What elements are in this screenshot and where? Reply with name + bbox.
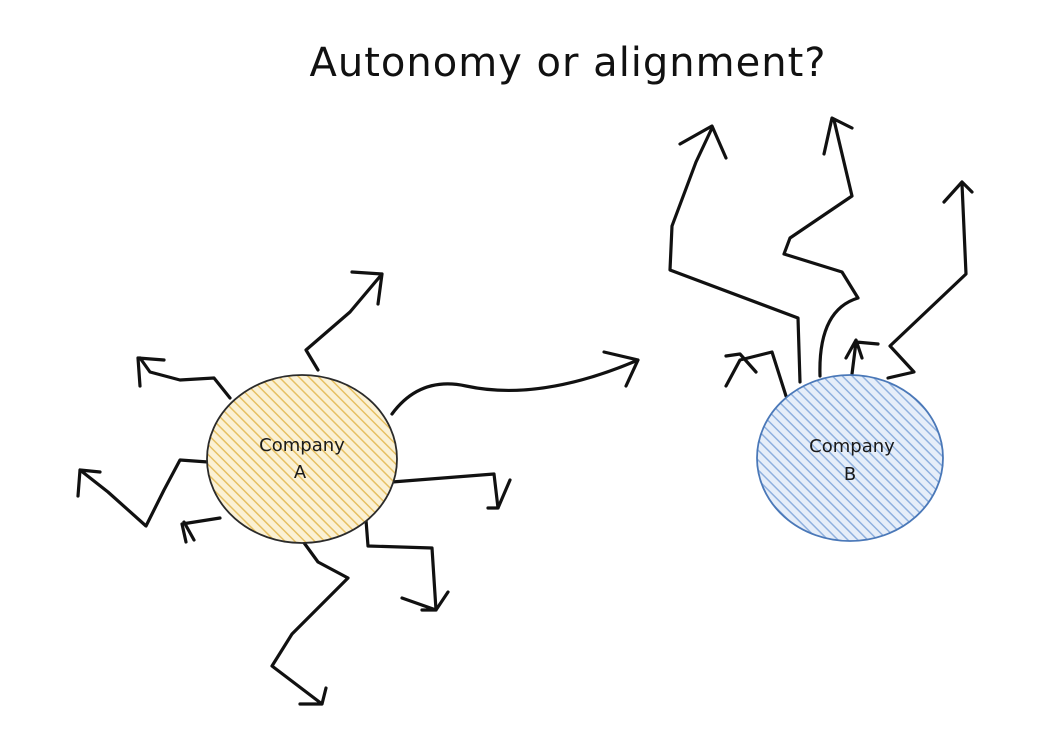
arrow-b-far-left: [724, 350, 788, 398]
arrow-a-left: [76, 458, 210, 528]
arrow-b-center: [844, 338, 880, 376]
company-a-label-line1: Company: [259, 435, 345, 456]
company-a-label-line2: A: [294, 462, 307, 483]
arrow-a-long-right: [390, 350, 640, 416]
diagram-title: Autonomy or alignment?: [310, 40, 827, 86]
arrow-b-middle: [782, 116, 860, 378]
arrow-a-lower-left: [180, 516, 222, 544]
company-a-arrows: [76, 270, 640, 706]
company-a-node: Company A: [206, 374, 398, 544]
arrow-b-left: [668, 124, 802, 384]
arrow-a-upper-left: [136, 356, 232, 400]
arrow-a-right: [390, 472, 512, 510]
company-b-label-line1: Company: [809, 436, 895, 457]
company-a-outline: [206, 374, 398, 544]
company-b-circle: [757, 375, 943, 541]
company-b-node: Company B: [756, 374, 944, 542]
company-b-arrows: [668, 116, 974, 398]
arrow-b-right: [886, 180, 974, 380]
company-b-outline: [756, 374, 944, 542]
arrow-a-bottom: [270, 538, 350, 706]
company-b-label-line2: B: [844, 464, 856, 485]
company-a-circle: [207, 375, 397, 543]
arrow-a-up-right: [304, 270, 384, 372]
arrow-a-lower-right: [364, 518, 450, 612]
